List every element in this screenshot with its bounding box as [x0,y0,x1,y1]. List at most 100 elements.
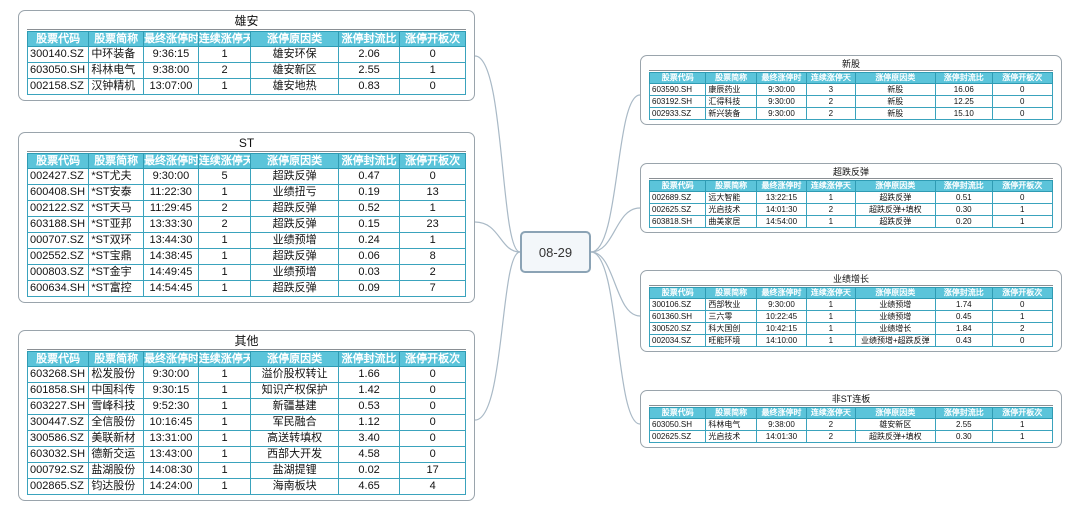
cell-days: 1 [806,191,856,204]
cell-reason: 超跌反弹+填权 [854,203,937,216]
cell-time: 9:38:00 [143,62,199,79]
cell-time: 9:52:30 [143,398,199,415]
cell-days: 1 [197,430,252,447]
cell-opens: 17 [399,462,466,479]
cell-days: 2 [197,62,252,79]
cell-name: 汇得科技 [705,95,757,108]
cell-code: 600634.SH [26,280,90,297]
cell-code: 002158.SZ [26,78,90,95]
column-header-code: 股票代码 [648,180,707,192]
cell-code: 601360.SH [648,310,707,323]
cell-name: *ST天马 [88,200,145,217]
connector-new [590,94,641,253]
table-header-row: 股票代码股票简称最终涨停时连续涨停天涨停原因类涨停封流比涨停开板次 [648,287,1054,299]
cell-reason: 雄安地热 [250,78,339,95]
cell-name: 中国科传 [88,382,145,399]
cell-name: 科大国创 [705,322,757,335]
table-header-row: 股票代码股票简称最终涨停时连续涨停天涨停原因类涨停封流比涨停开板次 [26,153,466,169]
cell-opens: 1 [991,215,1054,228]
column-header-opens: 涨停开板次 [399,31,466,47]
cell-ratio: 1.84 [935,322,993,335]
table-header-row: 股票代码股票简称最终涨停时连续涨停天涨停原因类涨停封流比涨停开板次 [26,31,466,47]
column-header-name: 股票简称 [705,287,757,299]
connector-nonst [590,251,641,425]
column-header-days: 连续涨停天 [197,31,252,47]
cell-ratio: 0.24 [337,232,401,249]
cell-ratio: 0.15 [337,216,401,233]
cell-opens: 2 [991,322,1054,335]
cell-ratio: 4.58 [337,446,401,463]
cell-ratio: 0.83 [337,78,401,95]
title-divider [27,29,466,30]
cell-ratio: 16.06 [935,83,993,96]
node-title: ST [238,136,255,150]
cell-name: 远大智能 [705,191,757,204]
cell-name: 中环装备 [88,46,145,63]
cell-opens: 0 [991,107,1054,120]
cell-code: 603188.SH [26,216,90,233]
cell-days: 1 [806,215,856,228]
cell-name: 三六零 [705,310,757,323]
cell-name: 科林电气 [705,418,757,431]
column-header-ratio: 涨停封流比 [337,153,401,169]
cell-days: 1 [197,414,252,431]
cell-days: 1 [197,264,252,281]
cell-days: 5 [197,168,252,185]
cell-opens: 0 [399,414,466,431]
cell-ratio: 1.66 [337,366,401,383]
cell-reason: 盐湖提锂 [250,462,339,479]
cell-opens: 0 [991,95,1054,108]
cell-ratio: 0.06 [337,248,401,265]
cell-opens: 0 [399,382,466,399]
cell-days: 2 [806,430,856,443]
cell-ratio: 2.55 [337,62,401,79]
column-header-ratio: 涨停封流比 [935,287,993,299]
center-node[interactable]: 08-29 [520,231,591,273]
cell-time: 10:22:45 [755,310,808,323]
title-divider [649,285,1053,286]
cell-days: 2 [806,203,856,216]
cell-opens: 1 [991,418,1054,431]
cell-days: 2 [197,200,252,217]
cell-reason: 业绩扭亏 [250,184,339,201]
title-divider [649,405,1053,406]
column-header-time: 最终涨停时 [755,287,808,299]
cell-time: 14:49:45 [143,264,199,281]
cell-code: 002122.SZ [26,200,90,217]
node-title: 非ST连板 [831,394,871,404]
cell-days: 2 [806,107,856,120]
cell-time: 10:16:45 [143,414,199,431]
cell-opens: 0 [399,366,466,383]
connector-rebound [590,207,641,253]
cell-time: 9:30:00 [755,83,808,96]
cell-reason: 超跌反弹 [250,280,339,297]
cell-opens: 7 [399,280,466,297]
column-header-name: 股票简称 [88,153,145,169]
cell-opens: 2 [399,264,466,281]
cell-code: 300140.SZ [26,46,90,63]
cell-reason: 超跌反弹 [854,191,937,204]
cell-opens: 1 [399,232,466,249]
cell-days: 1 [197,78,252,95]
cell-opens: 0 [399,78,466,95]
node-title: 雄安 [234,14,259,28]
cell-days: 1 [806,322,856,335]
cell-days: 3 [806,83,856,96]
